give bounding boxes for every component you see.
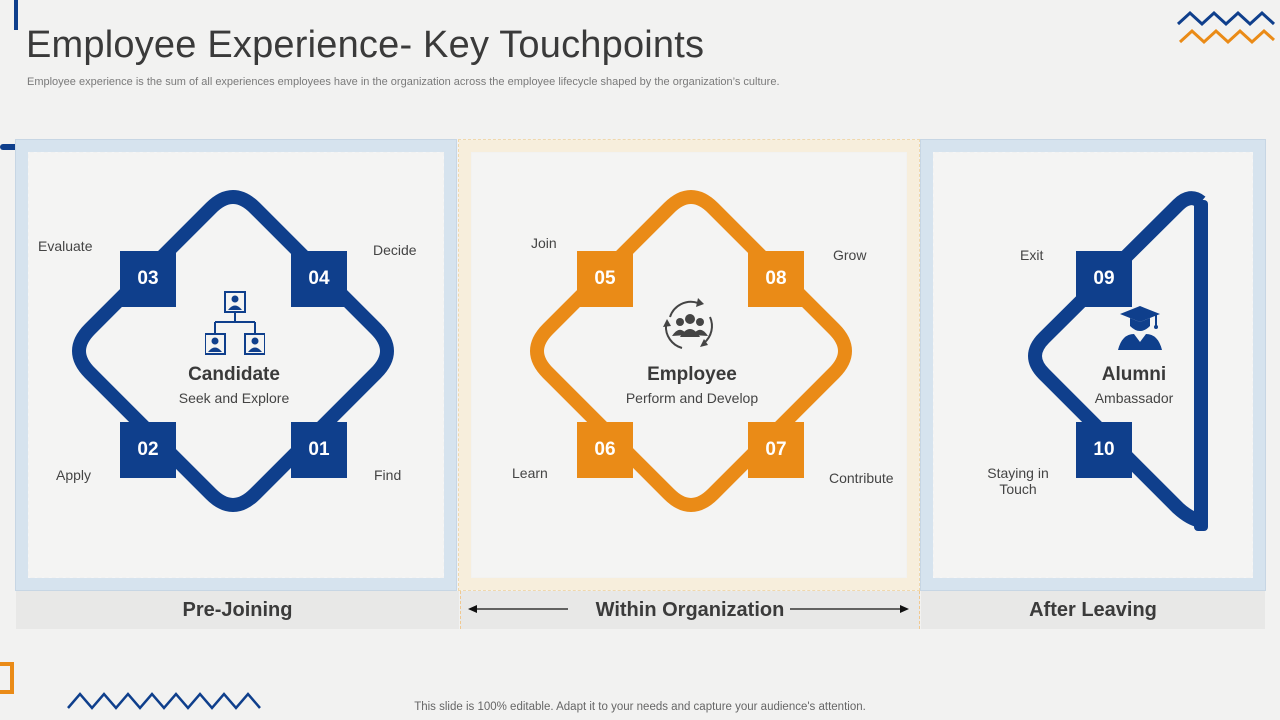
touchpoint-label-contribute: Contribute xyxy=(829,470,894,486)
touchpoint-badge-09: 09 xyxy=(1076,251,1132,307)
team-cycle-icon xyxy=(663,298,713,349)
footer-note: This slide is 100% editable. Adapt it to… xyxy=(414,701,866,713)
touchpoint-badge-05: 05 xyxy=(577,251,633,307)
top-left-accent-line xyxy=(14,0,18,30)
touchpoint-badge-03: 03 xyxy=(120,251,176,307)
touchpoint-badge-06: 06 xyxy=(577,422,633,478)
touchpoint-label-grow: Grow xyxy=(833,247,867,263)
touchpoint-label-staying-in-touch: Staying in Touch xyxy=(987,465,1049,497)
touchpoint-badge-10: 10 xyxy=(1076,422,1132,478)
stage-label-text: Pre-Joining xyxy=(182,598,293,621)
touchpoint-badge-07: 07 xyxy=(748,422,804,478)
left-arrow-icon xyxy=(468,605,568,613)
within-organization-panel xyxy=(458,139,920,591)
stage-label-within-organization: Within Organization xyxy=(460,591,920,629)
touchpoint-badge-02: 02 xyxy=(120,422,176,478)
right-arrow-icon xyxy=(790,605,909,613)
touchpoint-label-exit: Exit xyxy=(1020,247,1044,263)
touchpoint-label-join: Join xyxy=(531,235,557,251)
stage-label-after-leaving: After Leaving xyxy=(921,591,1265,629)
employee-title: Employee xyxy=(647,364,737,385)
zigzag-decoration-bottom xyxy=(67,692,261,710)
stage-label-text: After Leaving xyxy=(1029,598,1157,621)
touchpoint-label-apply: Apply xyxy=(56,467,92,483)
touchpoint-badge-08: 08 xyxy=(748,251,804,307)
candidate-subtitle: Seek and Explore xyxy=(178,390,290,406)
touchpoint-label-decide: Decide xyxy=(373,242,417,258)
touchpoint-label-learn: Learn xyxy=(512,465,548,481)
candidate-title: Candidate xyxy=(188,364,280,385)
org-chart-icon xyxy=(205,291,265,355)
graduate-icon xyxy=(1118,306,1162,350)
page-title: Employee Experience- Key Touchpoints xyxy=(26,24,705,66)
stage-label-text: Within Organization xyxy=(595,598,785,621)
touchpoint-label-find: Find xyxy=(374,467,402,483)
touchpoint-badge-04: 04 xyxy=(291,251,347,307)
zigzag-decoration-top-right xyxy=(1176,10,1276,45)
stage-label-pre-joining: Pre-Joining xyxy=(16,591,459,629)
bracket-decoration-bottom-left xyxy=(0,662,14,694)
alumni-title: Alumni xyxy=(1101,364,1167,385)
touchpoint-badge-01: 01 xyxy=(291,422,347,478)
alumni-subtitle: Ambassador xyxy=(1094,390,1174,406)
employee-subtitle: Perform and Develop xyxy=(625,390,759,406)
touchpoint-label-evaluate: Evaluate xyxy=(38,238,93,254)
page-subtitle: Employee experience is the sum of all ex… xyxy=(27,76,780,88)
